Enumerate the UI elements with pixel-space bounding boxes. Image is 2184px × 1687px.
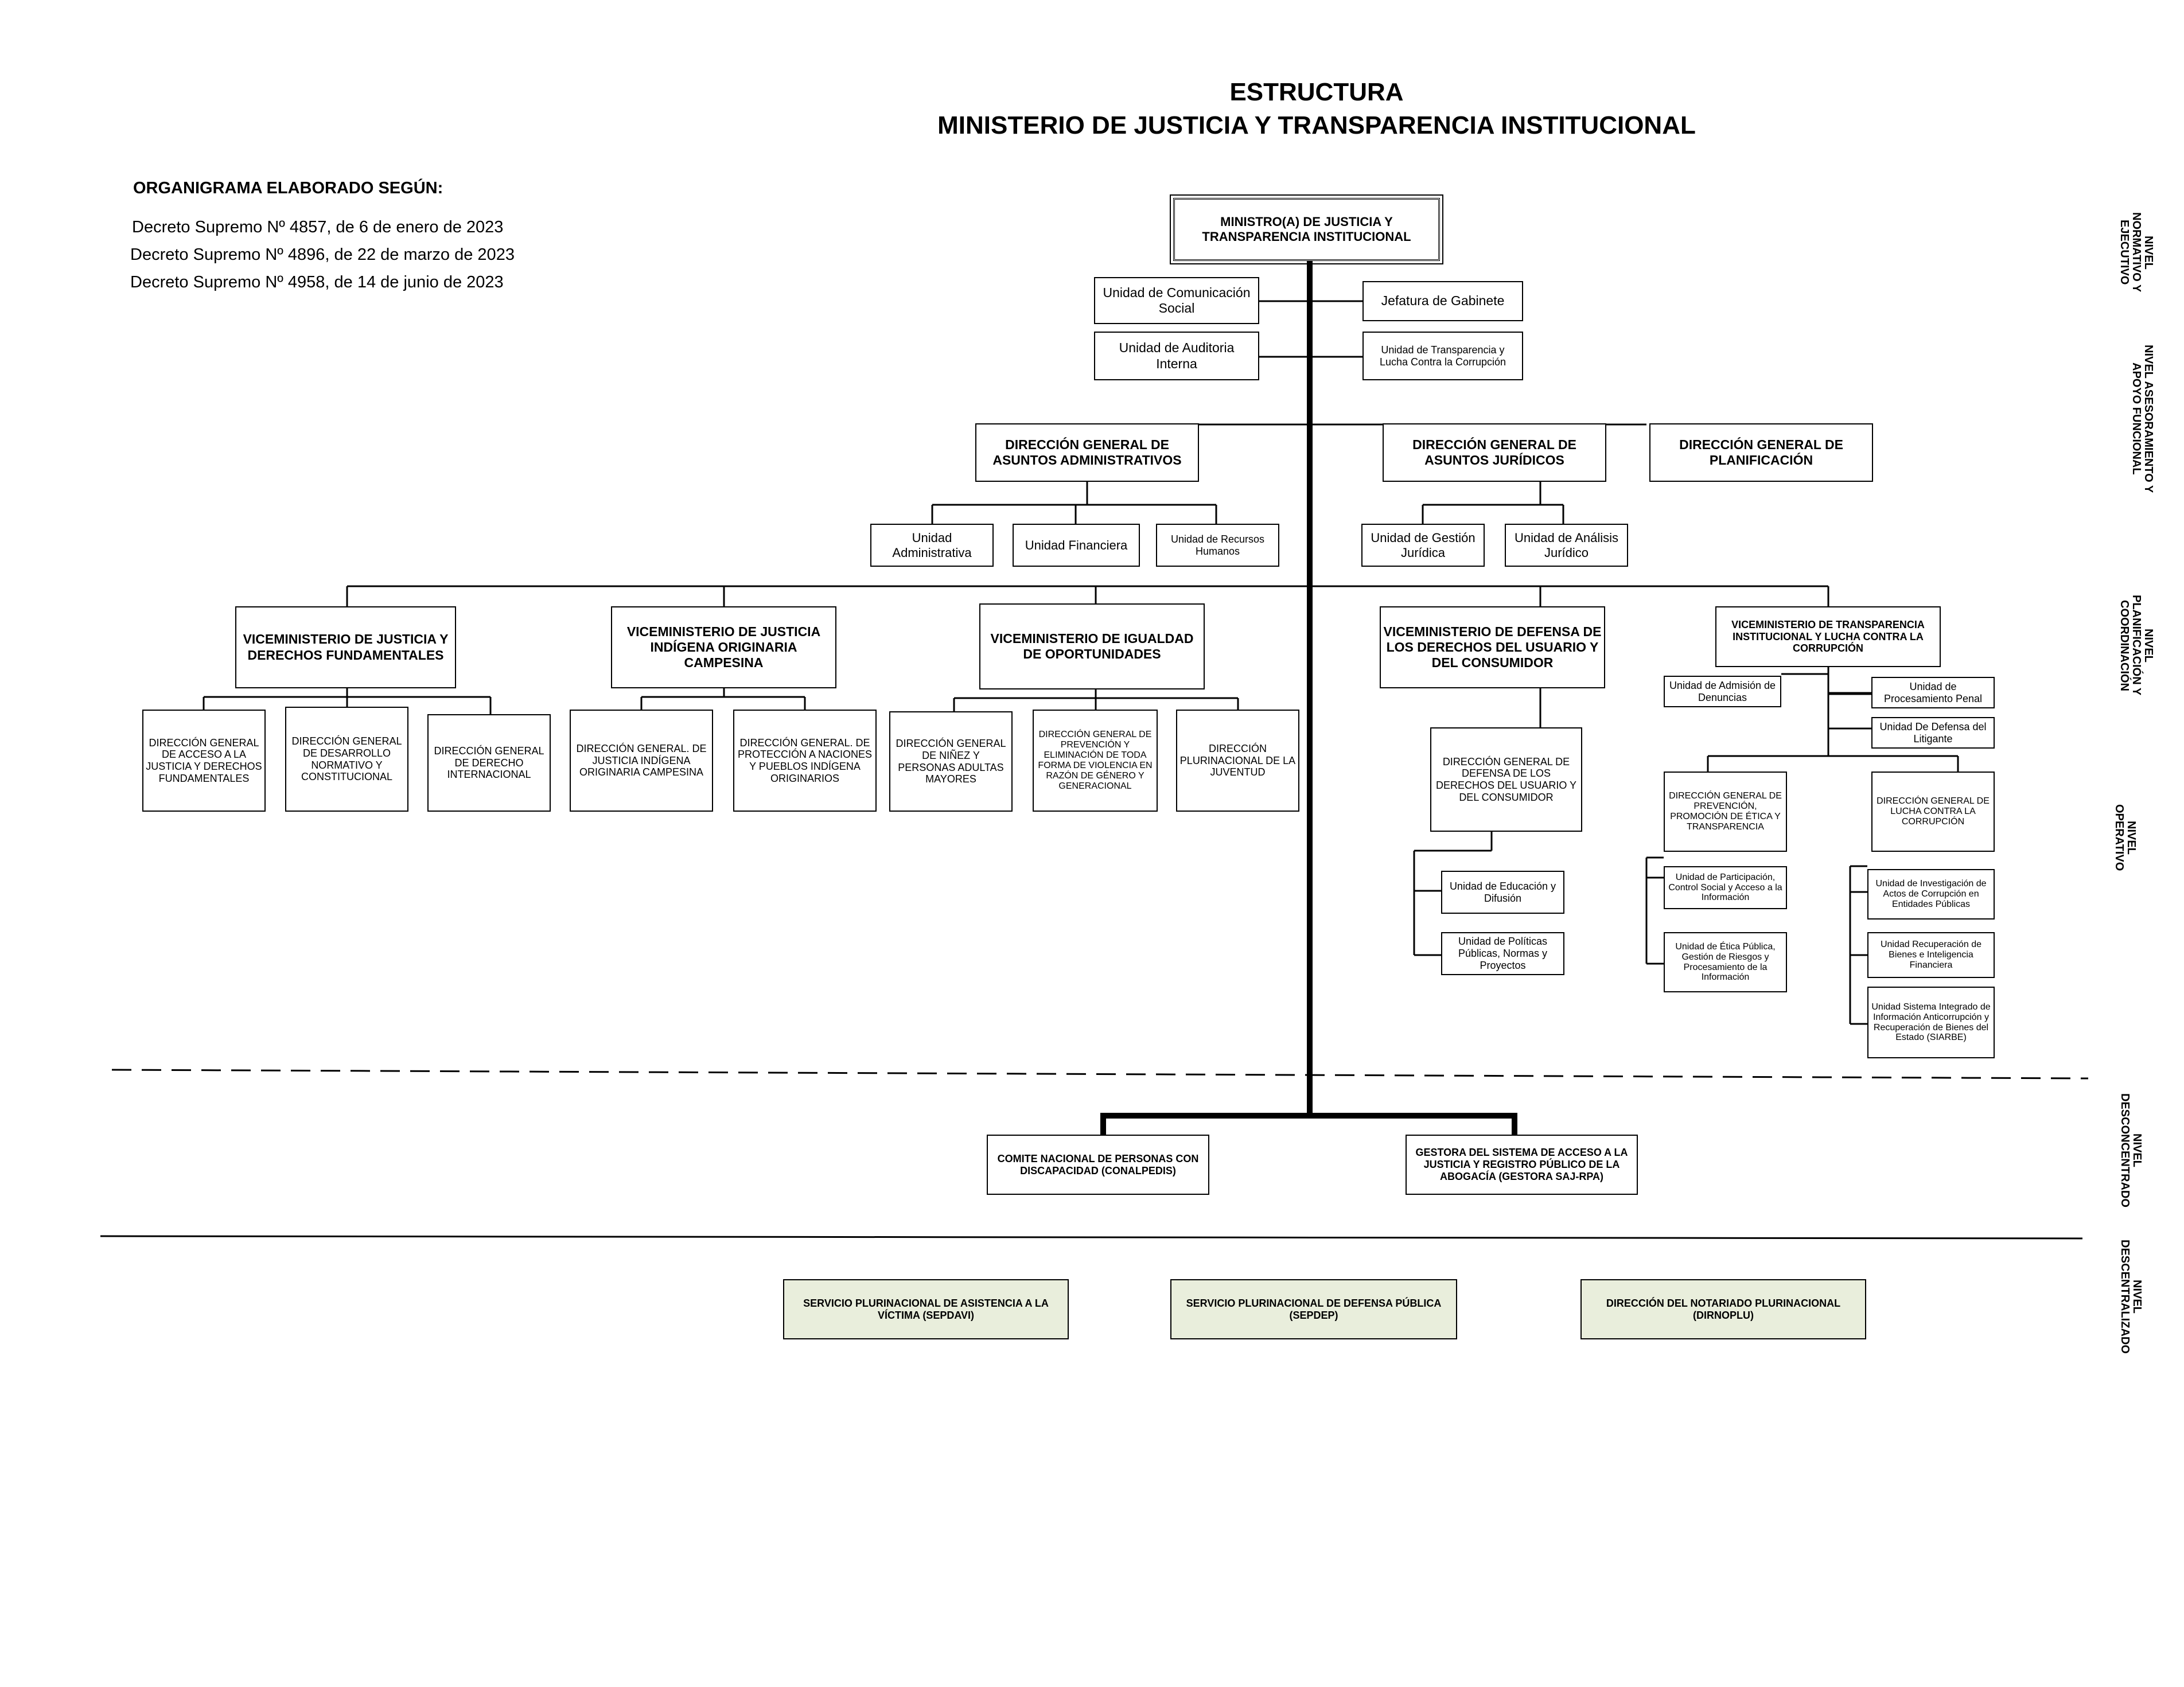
ministro-box: MINISTRO(A) DE JUSTICIA Y TRANSPARENCIA … bbox=[1170, 194, 1443, 264]
vice-transparencia: VICEMINISTERIO DE TRANSPARENCIA INSTITUC… bbox=[1715, 606, 1941, 667]
unit-politicas-publicas: Unidad de Políticas Públicas, Normas y P… bbox=[1441, 932, 1564, 975]
dg-acceso-justicia: DIRECCIÓN GENERAL DE ACCESO A LA JUSTICI… bbox=[142, 710, 266, 812]
unit-admision-denuncias: Unidad de Admisión de Denuncias bbox=[1664, 676, 1781, 707]
level-label-operativo: NIVEL OPERATIVO bbox=[2113, 804, 2138, 871]
gestora-saj-rpa-box: GESTORA DEL SISTEMA DE ACCESO A LA JUSTI… bbox=[1406, 1135, 1638, 1195]
chart-title-line2: MINISTERIO DE JUSTICIA Y TRANSPARENCIA I… bbox=[937, 111, 1696, 139]
unit-defensa-litigante: Unidad De Defensa del Litigante bbox=[1871, 717, 1995, 749]
dg-prevencion-etica: DIRECCIÓN GENERAL DE PREVENCIÓN, PROMOCI… bbox=[1664, 772, 1787, 852]
dg-lucha-corrupcion: DIRECCIÓN GENERAL DE LUCHA CONTRA LA COR… bbox=[1871, 772, 1995, 852]
unit-siarbe: Unidad Sistema Integrado de Información … bbox=[1867, 987, 1995, 1058]
dg-asuntos-juridicos: DIRECCIÓN GENERAL DE ASUNTOS JURÍDICOS bbox=[1383, 423, 1606, 482]
unit-transparencia-lucha: Unidad de Transparencia y Lucha Contra l… bbox=[1362, 332, 1523, 380]
level-label-desconcentrado: NIVEL DESCONCENTRADO bbox=[2119, 1093, 2143, 1207]
unit-financiera: Unidad Financiera bbox=[1013, 524, 1140, 567]
dg-justicia-indigena: DIRECCIÓN GENERAL. DE JUSTICIA INDÍGENA … bbox=[570, 710, 713, 812]
unit-jefatura-gabinete: Jefatura de Gabinete bbox=[1362, 281, 1523, 321]
unit-auditoria-interna: Unidad de Auditoria Interna bbox=[1094, 332, 1259, 380]
unit-recuperacion-bienes: Unidad Recuperación de Bienes e Intelige… bbox=[1867, 932, 1995, 978]
dg-juventud: DIRECCIÓN PLURINACIONAL DE LA JUVENTUD bbox=[1176, 710, 1299, 812]
decree-2: Decreto Supremo Nº 4896, de 22 de marzo … bbox=[130, 246, 515, 264]
vice-igualdad: VICEMINISTERIO DE IGUALDAD DE OPORTUNIDA… bbox=[979, 603, 1205, 689]
dg-prevencion-violencia: DIRECCIÓN GENERAL DE PREVENCIÓN Y ELIMIN… bbox=[1033, 710, 1158, 812]
unit-educacion-difusion: Unidad de Educación y Difusión bbox=[1441, 871, 1564, 914]
conalpedis-box: COMITE NACIONAL DE PERSONAS CON DISCAPAC… bbox=[987, 1135, 1209, 1195]
decree-3: Decreto Supremo Nº 4958, de 14 de junio … bbox=[130, 273, 504, 291]
dg-planificacion: DIRECCIÓN GENERAL DE PLANIFICACIÓN bbox=[1649, 423, 1873, 482]
basis-label: ORGANIGRAMA ELABORADO SEGÚN: bbox=[133, 179, 443, 197]
dg-asuntos-administrativos: DIRECCIÓN GENERAL DE ASUNTOS ADMINISTRAT… bbox=[975, 423, 1199, 482]
unit-investigacion-actos: Unidad de Investigación de Actos de Corr… bbox=[1867, 869, 1995, 920]
vice-justicia-indigena: VICEMINISTERIO DE JUSTICIA INDÍGENA ORIG… bbox=[611, 606, 836, 688]
vice-defensa-usuario: VICEMINISTERIO DE DEFENSA DE LOS DERECHO… bbox=[1380, 606, 1605, 688]
dg-ninez-adultos: DIRECCIÓN GENERAL DE NIÑEZ Y PERSONAS AD… bbox=[889, 711, 1013, 812]
unit-procesamiento-penal: Unidad de Procesamiento Penal bbox=[1871, 677, 1995, 708]
sepdep-box: SERVICIO PLURINACIONAL DE DEFENSA PÚBLIC… bbox=[1170, 1279, 1457, 1339]
unit-gestion-juridica: Unidad de Gestión Jurídica bbox=[1361, 524, 1485, 567]
level-label-normativo: NIVEL NORMATIVO Y EJECUTIVO bbox=[2118, 212, 2155, 293]
dg-derecho-internacional: DIRECCIÓN GENERAL DE DERECHO INTERNACION… bbox=[427, 714, 551, 812]
dirnoplu-box: DIRECCIÓN DEL NOTARIADO PLURINACIONAL (D… bbox=[1580, 1279, 1866, 1339]
level-label-planificacion: NIVEL PLANIFICACIÓN Y COORDINACIÓN bbox=[2118, 595, 2155, 696]
level-label-descentralizado: NIVEL DESCENTRALIZADO bbox=[2119, 1239, 2143, 1354]
decree-1: Decreto Supremo Nº 4857, de 6 de enero d… bbox=[132, 218, 504, 236]
unit-comunicacion-social: Unidad de Comunicación Social bbox=[1094, 277, 1259, 324]
unit-administrativa: Unidad Administrativa bbox=[870, 524, 994, 567]
dg-proteccion-naciones: DIRECCIÓN GENERAL. DE PROTECCIÓN A NACIO… bbox=[733, 710, 877, 812]
vice-justicia-derechos: VICEMINISTERIO DE JUSTICIA Y DERECHOS FU… bbox=[235, 606, 456, 688]
dg-defensa-usuario: DIRECCIÓN GENERAL DE DEFENSA DE LOS DERE… bbox=[1430, 727, 1582, 832]
chart-title-line1: ESTRUCTURA bbox=[1229, 78, 1404, 106]
sepdavi-box: SERVICIO PLURINACIONAL DE ASISTENCIA A L… bbox=[783, 1279, 1069, 1339]
dg-desarrollo-normativo: DIRECCIÓN GENERAL DE DESARROLLO NORMATIV… bbox=[285, 707, 408, 812]
unit-recursos-humanos: Unidad de Recursos Humanos bbox=[1156, 524, 1279, 567]
unit-analisis-juridico: Unidad de Análisis Jurídico bbox=[1505, 524, 1628, 567]
unit-etica-publica: Unidad de Ética Pública, Gestión de Ries… bbox=[1664, 932, 1787, 992]
unit-participacion-control: Unidad de Participación, Control Social … bbox=[1664, 866, 1787, 909]
level-label-asesoramiento: NIVEL ASESORAMIENTO Y APOYO FUNCIONAL bbox=[2130, 344, 2155, 493]
